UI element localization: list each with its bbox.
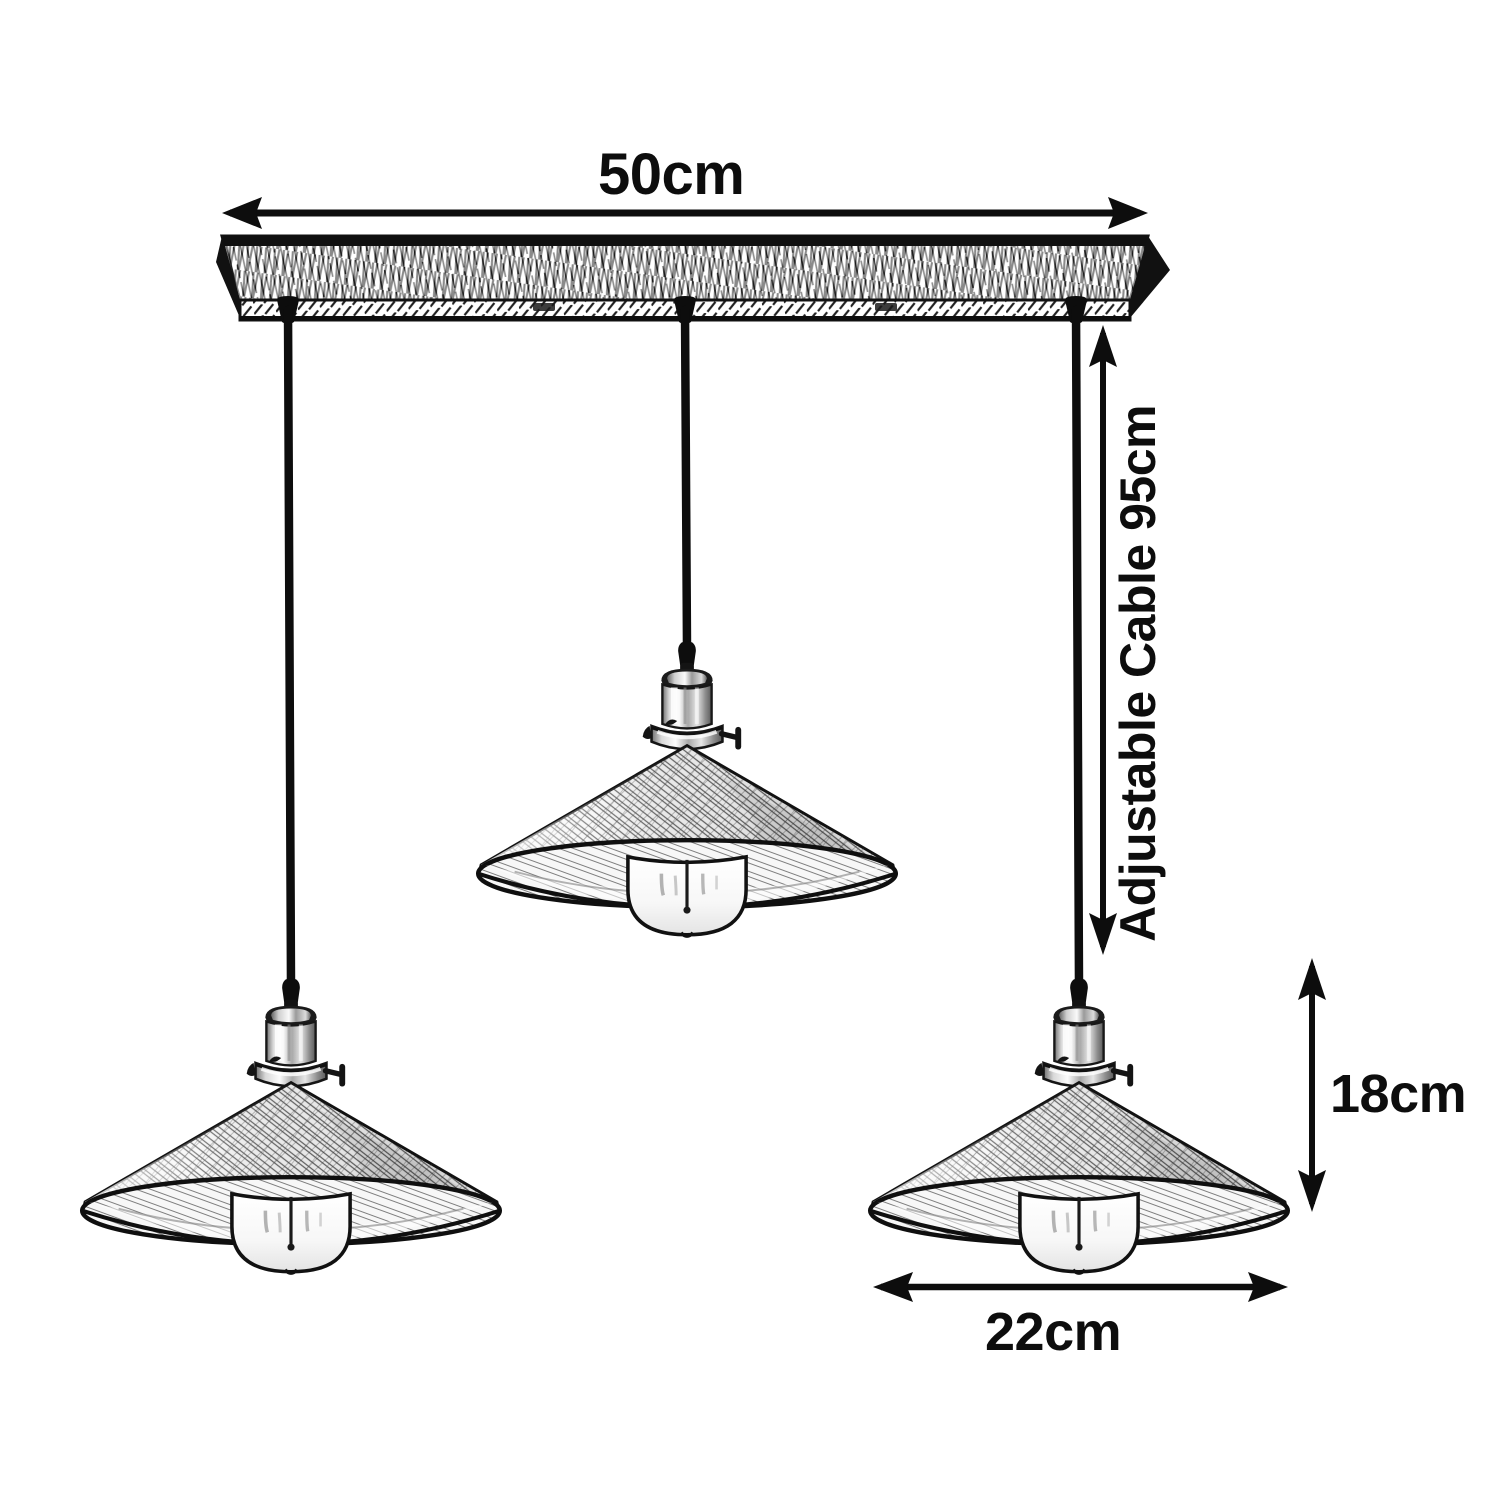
cable-left bbox=[283, 305, 296, 990]
dimension-label-shade-diameter: 22cm bbox=[985, 1302, 1122, 1362]
cable-right bbox=[1071, 305, 1084, 990]
pendant-lamp-left bbox=[82, 978, 500, 1273]
dimension-arrow-width bbox=[222, 197, 1148, 229]
dimension-label-shade-height: 18cm bbox=[1330, 1064, 1467, 1124]
dimension-label-cable: Adjustable Cable 95cm bbox=[1110, 405, 1166, 942]
dimension-arrow-shade-diameter bbox=[873, 1272, 1288, 1302]
ceiling-mount-plate bbox=[216, 234, 1170, 324]
pendant-lamp-center bbox=[478, 641, 896, 936]
pendant-lamp-right bbox=[870, 978, 1288, 1273]
dimension-arrow-shade-height bbox=[1298, 958, 1326, 1212]
dimension-label-width: 50cm bbox=[598, 142, 745, 207]
cable-center bbox=[680, 305, 692, 653]
dimension-arrow-cable bbox=[1089, 325, 1117, 955]
